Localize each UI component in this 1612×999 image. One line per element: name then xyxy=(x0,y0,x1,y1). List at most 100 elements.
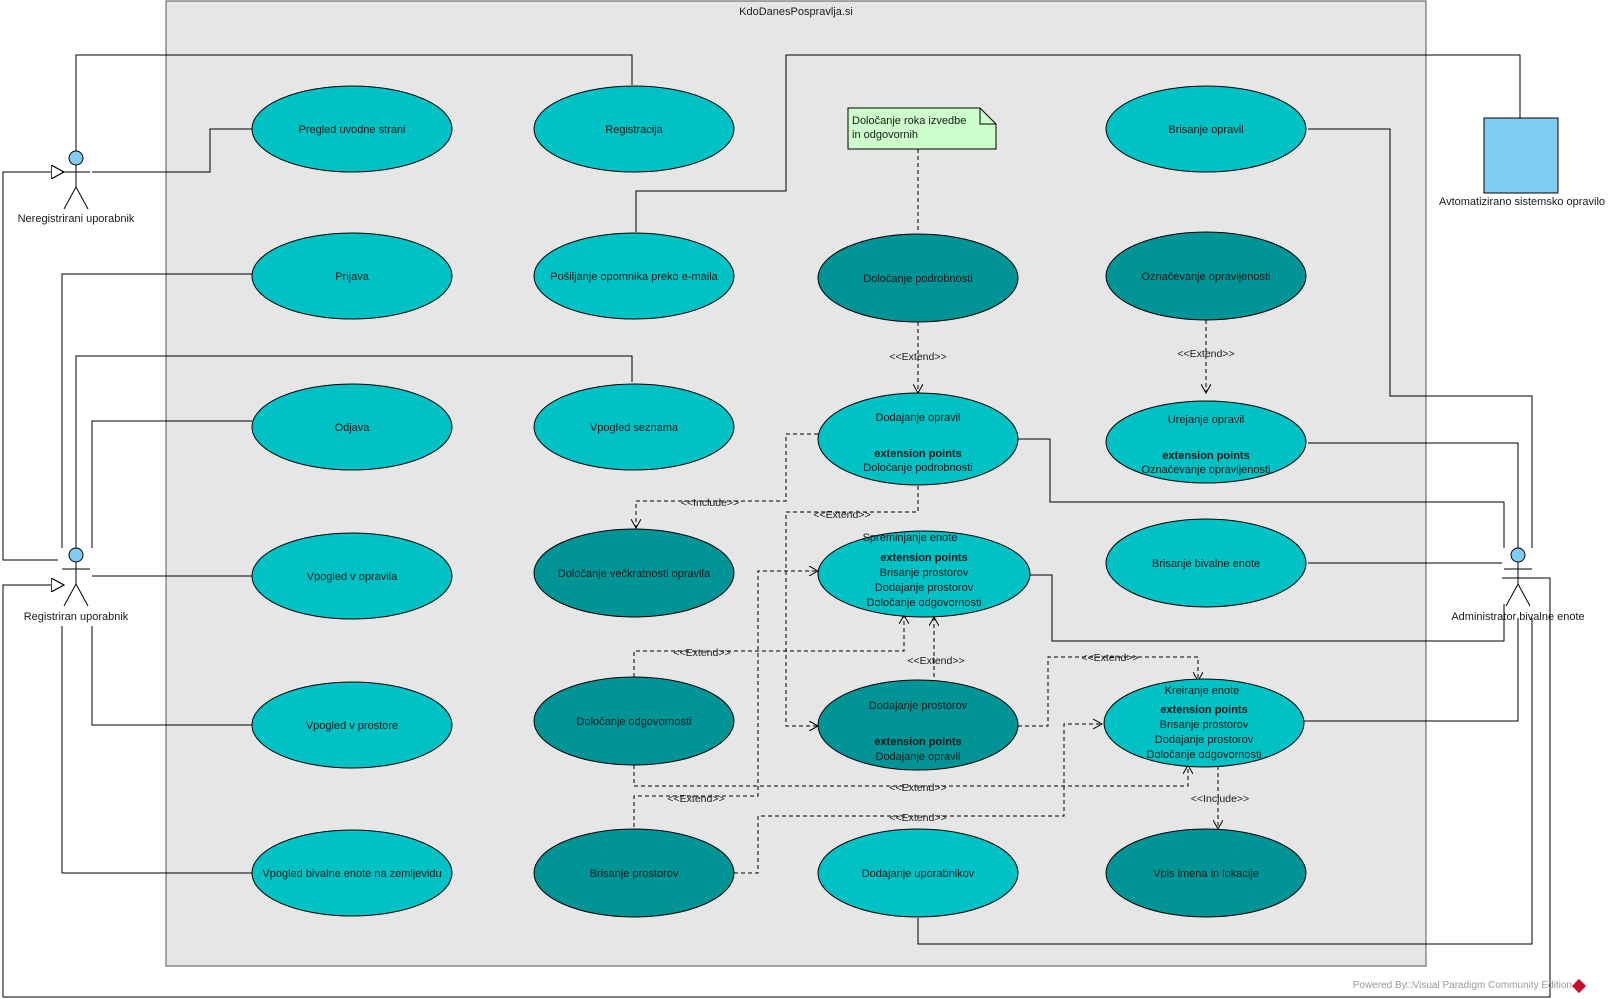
extend-prostorov-kreiranje xyxy=(1018,656,1198,727)
svg-text:extension points: extension points xyxy=(874,448,961,460)
svg-text:Dodajanje prostorov: Dodajanje prostorov xyxy=(1155,734,1254,746)
svg-text:extension points: extension points xyxy=(1162,450,1249,462)
svg-text:Brisanje prostorov: Brisanje prostorov xyxy=(880,567,969,579)
uc-dolocanje-podrobnosti[interactable]: Določanje podrobnosti xyxy=(817,233,1019,323)
svg-text:Urejanje opravil: Urejanje opravil xyxy=(1168,414,1244,426)
generalization-2 xyxy=(2,577,1551,998)
actor-administrator[interactable]: Administrator bivalne enote xyxy=(1451,547,1585,623)
lbl-extend-prostorov-kreiranje: <<Extend>> xyxy=(1081,652,1138,664)
uc-dodajanje-uporabnikov[interactable]: Dodajanje uporabnikov xyxy=(817,828,1019,918)
svg-text:Označevanje opravljenosti: Označevanje opravljenosti xyxy=(1141,271,1270,283)
extend-brisanje-spreminjanje xyxy=(633,571,818,827)
uc-kreiranje-enote[interactable]: Kreiranje enote extension points Brisanj… xyxy=(1103,678,1305,768)
uc-registracija[interactable]: Registracija xyxy=(533,85,735,173)
svg-text:Dodajanje prostorov: Dodajanje prostorov xyxy=(875,582,974,594)
lbl-extend-odgovornosti-kreiranje: <<Extend>> xyxy=(889,782,946,794)
use-cases: Pregled uvodne strani Prijava Odjava Vpo… xyxy=(251,85,1307,918)
actor-registriran[interactable]: Registriran uporabnik xyxy=(24,547,129,623)
lbl-extend-brisanje-kreiranje: <<Extend>> xyxy=(889,812,946,824)
extend-odgovornosti-kreiranje xyxy=(633,765,1188,787)
lbl-include-vpis: <<Include>> xyxy=(1191,793,1249,805)
uc-oznacevanje[interactable]: Označevanje opravljenosti xyxy=(1105,231,1307,321)
actor-neregistrirani-label: Neregistrirani uporabnik xyxy=(18,213,135,225)
lbl-extend-odgovornosti-spreminjanje: <<Extend>> xyxy=(673,647,730,659)
extend-brisanje-kreiranje xyxy=(734,724,1102,874)
note-line-1: Določanje roka izvedbe xyxy=(852,115,966,127)
artifact-box xyxy=(1483,117,1559,194)
uc-dodajanje-opravil[interactable]: Dodajanje opravil extension points Določ… xyxy=(817,392,1019,486)
svg-text:Dodajanje uporabnikov: Dodajanje uporabnikov xyxy=(862,868,975,880)
svg-text:extension points: extension points xyxy=(880,552,967,564)
uc-vpogled-seznama[interactable]: Vpogled seznama xyxy=(533,383,735,471)
svg-text:Registracija: Registracija xyxy=(605,124,663,136)
svg-text:Vpis imena in lokacije: Vpis imena in lokacije xyxy=(1153,868,1259,880)
actor-head xyxy=(1510,547,1526,563)
uc-vpis-imena[interactable]: Vpis imena in lokacije xyxy=(1105,828,1307,918)
system-title: KdoDanesPospravlja.si xyxy=(739,6,853,18)
uc-vpogled-opravila[interactable]: Vpogled v opravila xyxy=(251,532,453,620)
svg-text:Brisanje prostorov: Brisanje prostorov xyxy=(1160,719,1249,731)
svg-text:Pregled uvodne strani: Pregled uvodne strani xyxy=(298,124,405,136)
assoc-avto-posiljanje xyxy=(635,54,1521,232)
svg-text:Določanje odgovornosti: Določanje odgovornosti xyxy=(1147,749,1262,761)
dependencies xyxy=(633,149,1218,874)
uc-vpogled-prostore[interactable]: Vpogled v prostore xyxy=(251,681,453,769)
assoc-admin-brisanje-opravil xyxy=(1308,128,1533,548)
svg-text:Vpogled v opravila: Vpogled v opravila xyxy=(307,571,398,583)
note[interactable]: Določanje roka izvedbe in odgovornih xyxy=(847,107,997,150)
uc-spreminjanje-enote[interactable]: Spreminjanje enote extension points Bris… xyxy=(817,530,1031,618)
assoc-reg-zemljevid xyxy=(61,626,252,874)
svg-text:Odjava: Odjava xyxy=(335,422,371,434)
uc-prijava[interactable]: Prijava xyxy=(251,232,453,320)
uc-urejanje-opravil[interactable]: Urejanje opravil extension points Označe… xyxy=(1105,400,1307,484)
svg-text:extension points: extension points xyxy=(874,736,961,748)
lbl-extend-brisanje-spreminjanje: <<Extend>> xyxy=(667,793,724,805)
uc-brisanje-prostorov[interactable]: Brisanje prostorov xyxy=(533,828,735,918)
assoc-admin-spreminjanje xyxy=(1030,574,1505,642)
note-line-2: in odgovornih xyxy=(852,129,918,141)
svg-text:Spreminjanje enote: Spreminjanje enote xyxy=(863,532,958,544)
assoc-admin-urejanje xyxy=(1308,442,1519,548)
lbl-extend-podrobnosti: <<Extend>> xyxy=(889,351,946,363)
assoc-reg-vpogled-seznama xyxy=(75,355,633,548)
assoc-reg-prijava xyxy=(61,273,252,548)
extend-odgovornosti-spreminjanje xyxy=(633,615,904,677)
uc-dodajanje-prostorov[interactable]: Dodajanje prostorov extension points Dod… xyxy=(817,679,1019,771)
associations xyxy=(2,54,1551,998)
actor-neregistrirani[interactable]: Neregistrirani uporabnik xyxy=(18,150,135,225)
svg-text:Vpogled v prostore: Vpogled v prostore xyxy=(306,720,398,732)
assoc-nereg-pregled xyxy=(92,128,252,173)
assoc-reg-odjava xyxy=(91,420,252,548)
svg-text:Prijava: Prijava xyxy=(335,271,370,283)
svg-text:Določanje odgovornosti: Določanje odgovornosti xyxy=(867,597,982,609)
svg-text:Brisanje prostorov: Brisanje prostorov xyxy=(590,868,679,880)
extend-opravil-prostorov xyxy=(785,486,919,726)
lbl-extend-oznacevanje: <<Extend>> xyxy=(1177,348,1234,360)
svg-text:Pošiljanje opomnika preko e-ma: Pošiljanje opomnika preko e-maila xyxy=(550,271,718,283)
actor-avtomatizirano-label: Avtomatizirano sistemsko opravilo xyxy=(1439,196,1605,208)
assoc-reg-vpogled-prostore xyxy=(91,626,252,726)
uc-veckratnost[interactable]: Določanje večkratnosti opravila xyxy=(533,528,735,618)
assoc-admin-dodajanje-uporabnikov xyxy=(917,618,1533,945)
svg-text:Določanje odgovornosti: Določanje odgovornosti xyxy=(577,716,692,728)
actor-avtomatizirano[interactable]: Avtomatizirano sistemsko opravilo xyxy=(1439,117,1605,208)
svg-text:Vpogled bivalne enote na zemlj: Vpogled bivalne enote na zemljevidu xyxy=(262,868,441,880)
assoc-admin-dodajanje-opravil xyxy=(1018,438,1505,548)
uc-brisanje-bivalne[interactable]: Brisanje bivalne enote xyxy=(1105,518,1307,608)
include-veckratnost xyxy=(636,433,818,528)
actor-head xyxy=(68,547,84,563)
svg-text:Določanje podrobnosti: Določanje podrobnosti xyxy=(863,462,972,474)
uc-posiljanje[interactable]: Pošiljanje opomnika preko e-maila xyxy=(533,232,735,320)
svg-text:Označevanje opravljenosti: Označevanje opravljenosti xyxy=(1141,464,1270,476)
svg-text:Brisanje bivalne enote: Brisanje bivalne enote xyxy=(1152,558,1260,570)
actor-registriran-label: Registriran uporabnik xyxy=(24,611,129,623)
svg-text:Določanje podrobnosti: Določanje podrobnosti xyxy=(863,273,972,285)
uc-pregled[interactable]: Pregled uvodne strani xyxy=(251,85,453,173)
uc-brisanje-opravil[interactable]: Brisanje opravil xyxy=(1105,85,1307,173)
uc-dolocanje-odgovornosti[interactable]: Določanje odgovornosti xyxy=(533,676,735,766)
uc-vpogled-zemljevid[interactable]: Vpogled bivalne enote na zemljevidu xyxy=(251,829,453,917)
actor-head xyxy=(68,150,84,166)
lbl-extend-opravil-prostorov: <<Extend>> xyxy=(813,509,870,521)
svg-text:extension points: extension points xyxy=(1160,704,1247,716)
uc-odjava[interactable]: Odjava xyxy=(251,383,453,471)
